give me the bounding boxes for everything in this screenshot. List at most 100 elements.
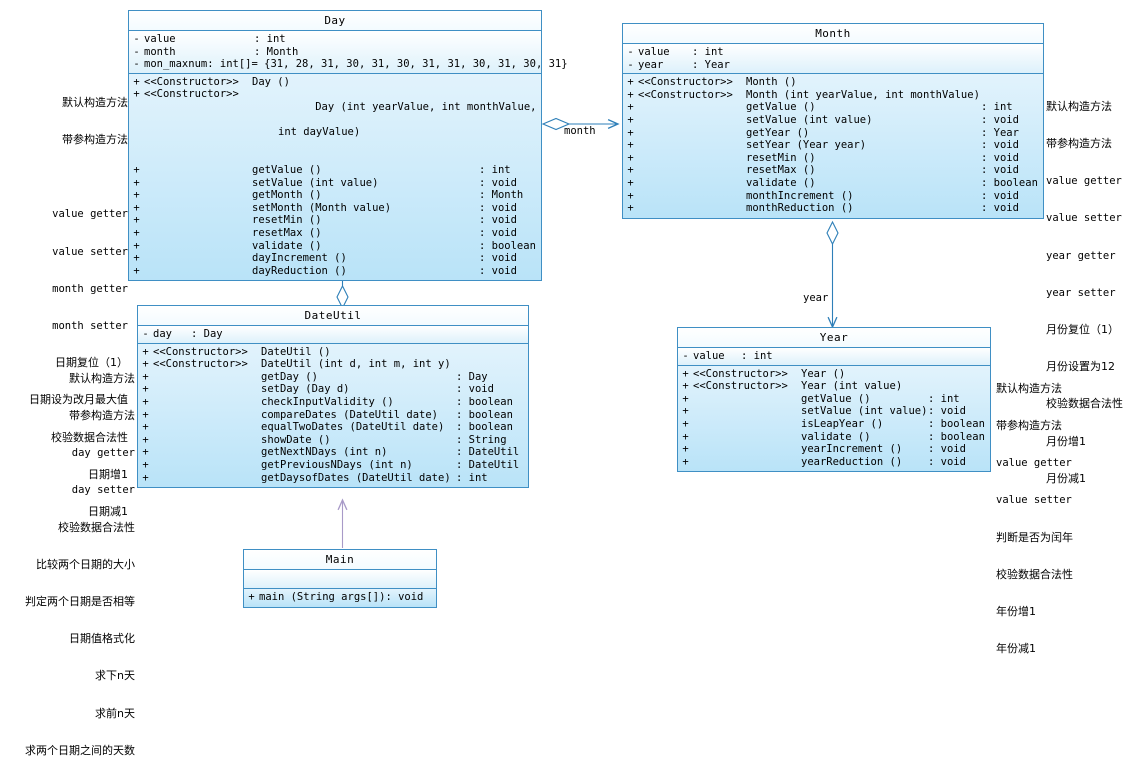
operation-row: + getNextNDays (int n) : DateUtil [138,446,528,459]
note-line: 日期减1 [88,505,128,519]
operation-signature: getYear () [746,126,810,139]
visibility-marker: + [627,176,634,189]
operation-return [981,89,1043,102]
class-box-month[interactable]: Month - value : int - year : Year + <<Co… [622,23,1044,219]
operation-return: : Day [456,370,488,383]
note-line: 日期增1 [88,467,128,481]
visibility-marker: + [627,164,634,177]
operation-signature: setValue (int value) [801,405,928,418]
operation-row: + setValue (int value) : void [129,177,541,190]
operation-return: : void [479,264,517,277]
note-line: 求两个日期之间的天数 [25,743,135,757]
operation-return: : boolean [456,395,513,408]
class-attributes-day: - value : int - month : Month - mon_maxn… [129,31,568,74]
class-name-day: Day [129,11,541,31]
visibility-marker: + [627,76,634,89]
operation-return: : void [385,591,424,603]
visibility-marker: + [248,591,255,603]
class-box-main[interactable]: Main + main (String args[]) : void [243,549,437,608]
attribute-type-value: Day [203,328,223,340]
operation-row: + resetMin () : void [129,214,541,227]
operation-signature: validate () [746,176,816,189]
operation-return: : void [981,189,1019,202]
attribute-type-value: int[] [219,58,252,71]
attribute-type-value: int [753,350,773,362]
operation-row: + validate () : boolean [678,431,990,444]
operation-signature: Month () [746,76,797,89]
attribute-type-value: Month [266,45,299,58]
operation-stereotype: <<Constructor>> [638,88,733,101]
visibility-marker: + [133,88,140,101]
operation-signature: monthIncrement () [746,189,854,202]
notes-year: 默认构造方法 带参构造方法 value getter value setter … [996,358,1108,680]
class-operations-dateutil: + <<Constructor>> DateUtil () + <<Constr… [138,343,528,488]
operation-return: : void [479,214,517,227]
note-line: 求下n天 [95,669,135,683]
class-operations-year: + <<Constructor>> Year () + <<Constructo… [678,365,990,472]
notes-day: 默认构造方法 带参构造方法 value getter value setter … [0,72,128,543]
class-box-year[interactable]: Year - value : int + <<Constructor>> Yea… [677,327,991,473]
operation-return: : int [456,471,488,484]
attribute-name: value [693,350,725,362]
operation-row: + <<Constructor>> DateUtil () [138,346,528,359]
attribute-type: : [207,58,220,71]
visibility-marker: + [133,75,140,88]
note-line: 默认构造方法 [996,381,1062,395]
operation-signature: resetMin () [746,151,816,164]
class-box-dateutil[interactable]: DateUtil - day : Day + <<Constructor>> D… [137,305,529,489]
visibility-marker: + [133,176,140,189]
diagram-canvas: month day year Day - value : int - month… [0,10,1123,757]
operation-row: + dayIncrement () : void [129,252,541,265]
notes-dateutil: 默认构造方法 带参构造方法 day getter day setter 校验数据… [0,348,135,782]
operation-row: + <<Constructor>> Year (int value) [678,380,990,393]
operation-row: + <<Constructor>> Day (int yearValue, in… [129,88,541,164]
visibility-marker: + [133,264,140,277]
operation-return [479,76,541,89]
operation-return: : void [479,226,517,239]
operation-return [928,380,990,393]
operation-row: + getDaysofDates (DateUtil date) : int [138,472,528,485]
operation-row: + <<Constructor>> Month () [623,76,1043,89]
operation-signature: compareDates (DateUtil date) [261,408,439,421]
attribute-name: mon_maxnum [144,58,208,71]
visibility-marker: + [627,101,634,114]
operation-row: + getMonth () : Month [129,189,541,202]
operation-row: + setYear (Year year) : void [623,139,1043,152]
operation-row: + getYear () : Year [623,127,1043,140]
operation-signature: dayReduction () [252,264,347,277]
operation-row: + equalTwoDates (DateUtil date) : boolea… [138,421,528,434]
operation-signature: setMonth (Month value) [252,201,392,214]
operation-row: + getDay () : Day [138,371,528,384]
visibility-marker: - [627,46,634,58]
operation-signature: equalTwoDates (DateUtil date) [261,421,445,434]
visibility-marker: + [142,446,149,459]
operation-signature: yearReduction () [801,455,903,468]
class-box-day[interactable]: Day - value : int - month : Month - mon_… [128,10,568,282]
class-attributes-main [244,570,436,589]
attribute-row: - mon_maxnum : int[] = {31, 28, 31, 30, … [129,58,567,71]
note-line: 校验数据合法性 [51,430,128,444]
note-line: 默认构造方法 [1046,99,1112,113]
operation-row: + getValue () : int [623,101,1043,114]
operation-signature: validate () [252,239,322,252]
note-line: 月份增1 [1046,434,1086,448]
operation-signature: showDate () [261,433,331,446]
operation-signature: DateUtil () [261,345,331,358]
operation-signature: isLeapYear () [801,417,884,430]
visibility-marker: - [133,33,140,45]
attribute-sep: : [741,350,754,362]
operation-row: + main (String args[]) : void [244,591,436,604]
note-line: 校验数据合法性 [1046,397,1123,411]
operation-row: + getValue () : int [678,393,990,406]
operation-return: : void [928,405,966,418]
attribute-row: - year : Year [623,59,1043,72]
operation-return: : boolean [456,421,513,434]
class-name-month: Month [623,24,1043,44]
class-operations-day: + <<Constructor>> Day () + <<Constructor… [129,73,541,281]
operation-row: + yearIncrement () : void [678,443,990,456]
operation-signature-wrap: Day (int yearValue, int monthValue, int … [252,88,541,164]
attribute-name: value [144,33,176,45]
note-line: month getter [52,282,128,295]
operation-row: + resetMin () : void [623,152,1043,165]
operation-signature: resetMin () [252,214,322,227]
